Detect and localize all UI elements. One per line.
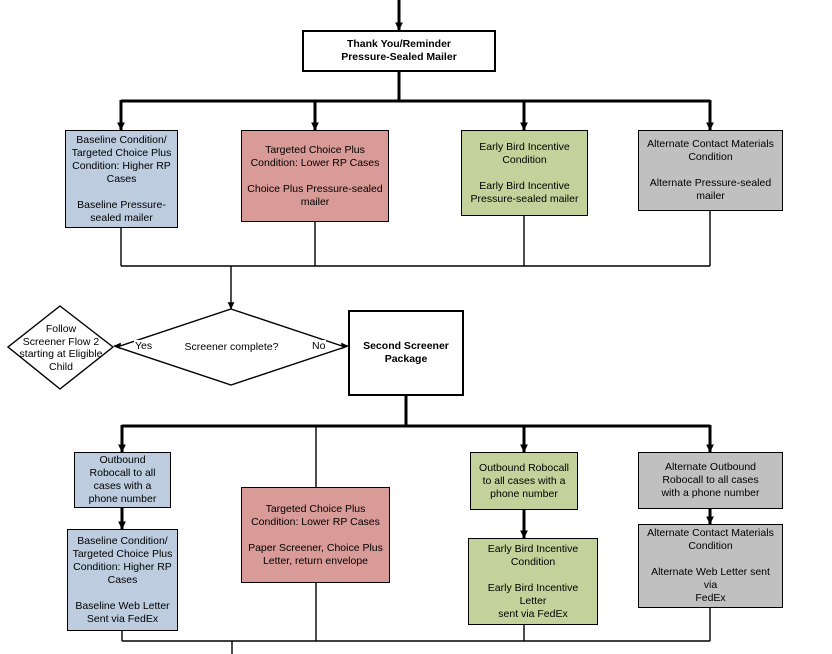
node-follow-screener-flow-2-label: Follow Screener Flow 2 starting at Eligi… [19,323,103,373]
node-baseline-pressure-mailer-label: Baseline Condition/ Targeted Choice Plus… [71,133,172,224]
node-choice-plus-pressure-mailer-label: Targeted Choice Plus Condition: Lower RP… [247,143,383,208]
node-choice-plus-pressure-mailer[interactable]: Targeted Choice Plus Condition: Lower RP… [241,130,389,222]
edge-label-yes: Yes [134,340,154,352]
node-alternate-pressure-mailer[interactable]: Alternate Contact Materials Condition Al… [638,130,783,211]
node-early-bird-web-letter[interactable]: Early Bird Incentive Condition Early Bir… [468,538,598,625]
node-outbound-robocall-early-bird-label: Outbound Robocall to all cases with a ph… [479,461,569,500]
node-early-bird-pressure-mailer-label: Early Bird Incentive Condition Early Bir… [470,140,579,205]
node-thank-you-mailer-label: Thank You/Reminder Pressure-Sealed Maile… [341,38,457,63]
node-alternate-outbound-robocall-label: Alternate Outbound Robocall to all cases… [661,461,760,499]
node-baseline-web-letter[interactable]: Baseline Condition/ Targeted Choice Plus… [67,529,178,631]
edge-label-no: No [311,340,327,352]
node-follow-screener-flow-2[interactable]: Follow Screener Flow 2 starting at Eligi… [8,306,114,390]
node-outbound-robocall-baseline[interactable]: Outbound Robocall to all cases with a ph… [74,452,171,508]
node-baseline-web-letter-label: Baseline Condition/ Targeted Choice Plus… [72,534,173,625]
node-choice-plus-paper-screener[interactable]: Targeted Choice Plus Condition: Lower RP… [241,487,390,583]
node-baseline-pressure-mailer[interactable]: Baseline Condition/ Targeted Choice Plus… [65,130,178,228]
node-outbound-robocall-baseline-label: Outbound Robocall to all cases with a ph… [88,454,157,505]
node-outbound-robocall-early-bird[interactable]: Outbound Robocall to all cases with a ph… [470,452,578,510]
node-early-bird-web-letter-label: Early Bird Incentive Condition Early Bir… [487,542,579,620]
node-alternate-web-letter[interactable]: Alternate Contact Materials Condition Al… [638,524,783,608]
node-alternate-web-letter-label: Alternate Contact Materials Condition Al… [647,527,774,604]
node-alternate-pressure-mailer-label: Alternate Contact Materials Condition Al… [647,138,774,202]
node-choice-plus-paper-screener-label: Targeted Choice Plus Condition: Lower RP… [248,502,383,567]
node-thank-you-mailer[interactable]: Thank You/Reminder Pressure-Sealed Maile… [302,30,496,72]
node-early-bird-pressure-mailer[interactable]: Early Bird Incentive Condition Early Bir… [461,130,588,216]
node-second-screener-package-label: Second Screener Package [363,340,449,365]
node-second-screener-package[interactable]: Second Screener Package [348,310,464,396]
node-alternate-outbound-robocall[interactable]: Alternate Outbound Robocall to all cases… [638,452,783,509]
